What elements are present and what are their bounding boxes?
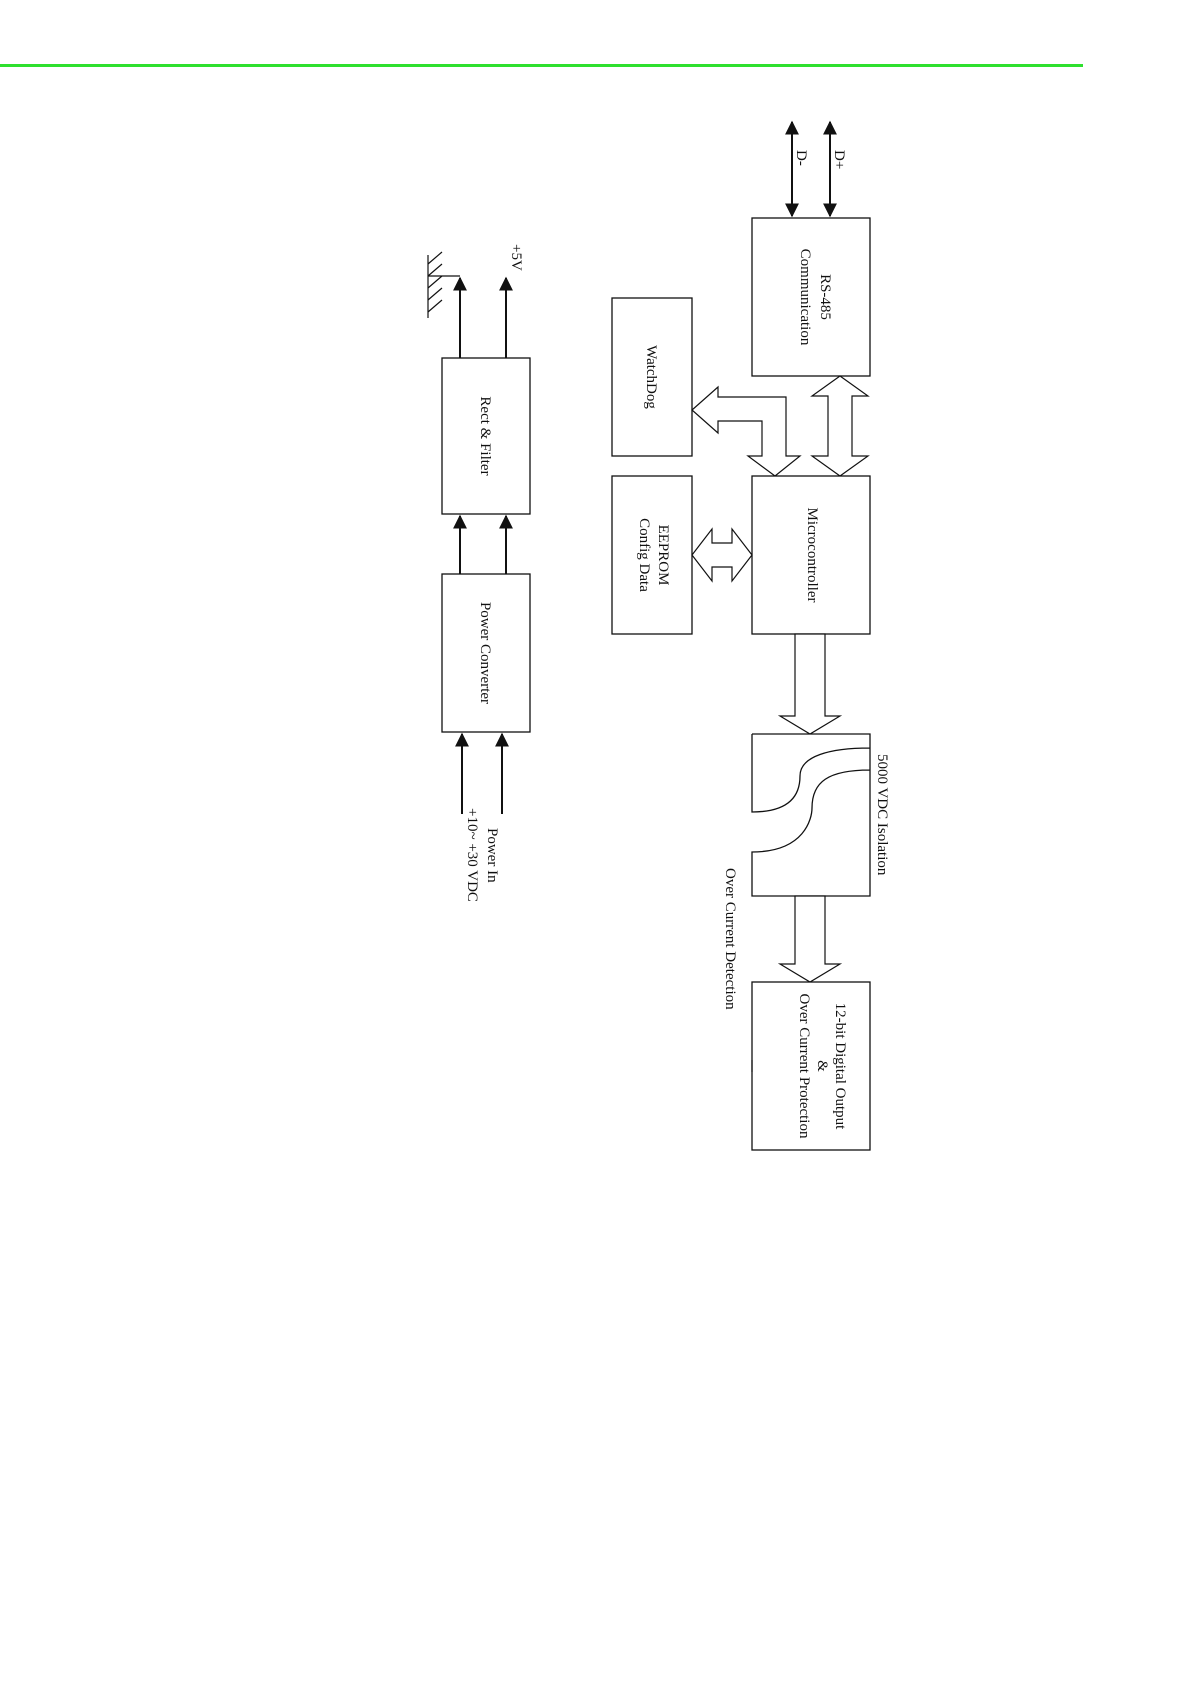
microcontroller-block: Microcontroller (752, 476, 870, 634)
power-in-label: Power In (484, 828, 500, 883)
ground-symbol (428, 252, 460, 318)
plus5v-label: +5V (508, 244, 524, 271)
eeprom-block: EEPROM Config Data (612, 476, 692, 634)
eeprom-label: EEPROM (655, 525, 671, 586)
bus-isolation-output (780, 896, 840, 982)
power-in-range-label: +10~ +30 VDC (464, 808, 480, 902)
rs485-block: RS-485 Communication (752, 218, 870, 376)
isolation-block (752, 734, 870, 896)
digital-output-ampersand: & (814, 1060, 830, 1072)
rect-filter-label: Rect & Filter (477, 396, 493, 475)
rect-filter-block: Rect & Filter (442, 358, 530, 514)
rs485-label: RS-485 (817, 274, 833, 320)
watchdog-block: WatchDog (612, 298, 692, 456)
power-converter-block: Power Converter (442, 574, 530, 732)
isolation-label: 5000 VDC Isolation (874, 754, 890, 876)
digital-output-label: 12-bit Digital Output (832, 1003, 848, 1130)
bus-rs485-mcu (812, 376, 868, 476)
digital-output-sublabel: Over Current Protection (796, 994, 812, 1139)
bus-mcu-isolation (780, 634, 840, 734)
microcontroller-label: Microcontroller (804, 508, 820, 603)
bus-eeprom-mcu (692, 529, 752, 581)
bus-mcu-watchdog (692, 387, 800, 476)
d-minus-label: D- (793, 150, 809, 166)
rs485-sublabel: Communication (797, 249, 813, 346)
d-plus-label: D+ (831, 150, 847, 169)
over-current-detection-label: Over Current Detection (722, 868, 738, 1010)
watchdog-label: WatchDog (643, 345, 659, 409)
power-converter-label: Power Converter (477, 602, 493, 704)
digital-output-block: 12-bit Digital Output & Over Current Pro… (752, 982, 870, 1150)
eeprom-sublabel: Config Data (636, 518, 652, 592)
